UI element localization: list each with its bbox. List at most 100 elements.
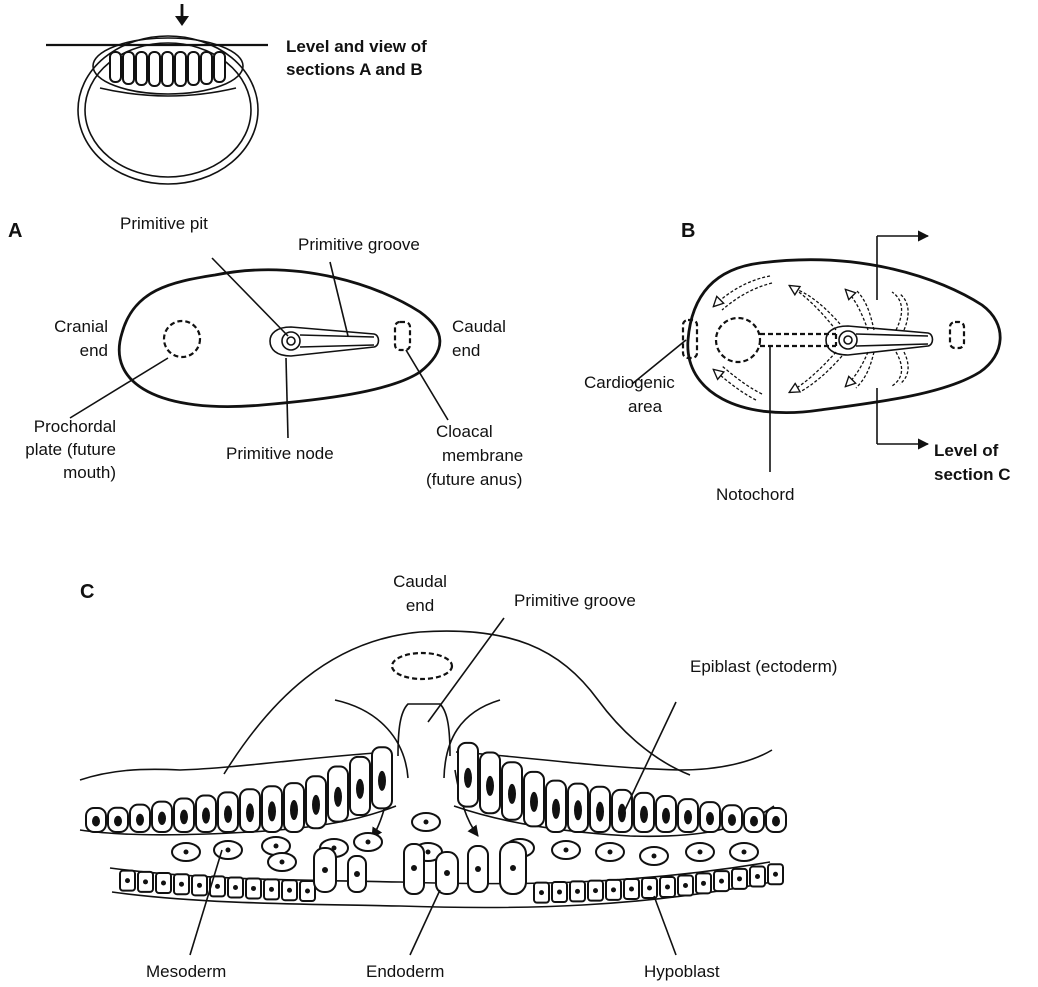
- panel-a: A Primitive pit Primitive groove Cranial…: [8, 214, 523, 489]
- mesoderm-nucleus: [742, 850, 747, 855]
- cranial-end-label-line2: end: [80, 341, 108, 360]
- epiblast-nucleus: [378, 771, 386, 791]
- level-view-label-line1: Level and view of: [286, 37, 427, 56]
- mesoderm-nucleus: [184, 850, 189, 855]
- mesoderm-nucleus: [608, 850, 613, 855]
- hypoblast-nucleus: [305, 889, 310, 894]
- cloacal-leader-line: [406, 350, 448, 420]
- hypoblast-nucleus: [197, 883, 202, 888]
- epiblast-nucleus: [772, 816, 780, 827]
- hypoblast-nucleus: [719, 879, 724, 884]
- endoderm-label: Endoderm: [366, 962, 444, 981]
- epiblast-nucleus: [728, 814, 736, 826]
- epiblast-nucleus: [290, 800, 298, 820]
- hypoblast-nucleus: [557, 890, 562, 895]
- caudal-end-label-c-line1: Caudal: [393, 572, 447, 591]
- caudal-end-label-a-line1: Caudal: [452, 317, 506, 336]
- mesoderm-nucleus: [226, 848, 231, 853]
- prochordal-plate-b: [716, 318, 760, 362]
- epiblast-nucleus: [750, 816, 758, 827]
- epiblast-nucleus: [224, 805, 232, 822]
- groove-leader-line-c: [428, 618, 504, 722]
- hypoblast-nucleus: [647, 886, 652, 891]
- panel-c: C: [80, 572, 837, 981]
- mesoderm-nucleus: [424, 820, 429, 825]
- groove-leader-line: [330, 262, 348, 336]
- prochordal-label-line3: mouth): [63, 463, 116, 482]
- prochordal-plate: [164, 321, 200, 357]
- hypoblast-nucleus: [179, 882, 184, 887]
- node-leader-line: [286, 358, 288, 438]
- hypoblast-nucleus: [737, 876, 742, 881]
- cardiogenic-label-line2: area: [628, 397, 663, 416]
- mesoderm-nucleus: [274, 844, 279, 849]
- epiblast-nucleus: [312, 795, 320, 815]
- primitive-pit-inner: [287, 337, 295, 345]
- primitive-groove-label-a: Primitive groove: [298, 235, 420, 254]
- epiblast-nucleus: [508, 784, 516, 804]
- cloacal-membrane: [395, 322, 410, 350]
- primitive-pit-b-outer: [839, 331, 857, 349]
- mesoderm-leader-line: [190, 850, 222, 955]
- hypoblast-nucleus: [701, 881, 706, 886]
- epiblast-nucleus: [706, 812, 714, 825]
- cloacal-membrane-b: [950, 322, 964, 348]
- mesoderm-nucleus: [652, 854, 657, 859]
- mesoderm-nucleus: [564, 848, 569, 853]
- cloacal-label-line3: (future anus): [426, 470, 522, 489]
- hypoblast-nucleus: [755, 874, 760, 879]
- hypoblast-nucleus: [665, 885, 670, 890]
- primitive-pit-outer: [282, 332, 300, 350]
- panel-b-letter: B: [681, 220, 695, 242]
- hypoblast-nucleus: [143, 879, 148, 884]
- caudal-end-label-a-line2: end: [452, 341, 480, 360]
- epiblast-nucleus: [356, 779, 364, 799]
- primitive-groove-label-c: Primitive groove: [514, 591, 636, 610]
- hypoblast-nucleus: [287, 888, 292, 893]
- cloacal-label-line1: Cloacal: [436, 422, 493, 441]
- hypoblast-nucleus: [215, 884, 220, 889]
- hypoblast-nucleus: [683, 883, 688, 888]
- epiblast-nucleus: [596, 802, 604, 822]
- epiblast-nucleus: [574, 800, 582, 820]
- notochord-label: Notochord: [716, 485, 794, 504]
- primitive-groove-b: [856, 334, 928, 346]
- prochordal-label-line1: Prochordal: [34, 417, 116, 436]
- prochordal-leader-line: [70, 358, 168, 418]
- epiblast-nucleus: [530, 792, 538, 812]
- epiblast-nucleus: [684, 810, 692, 824]
- bilaminar-disc-cells: [100, 52, 236, 96]
- hypoblast-nucleus: [629, 886, 634, 891]
- hypoblast-leader-line: [654, 896, 676, 955]
- epiblast-nucleus: [158, 812, 166, 825]
- hypoblast-nucleus: [161, 881, 166, 886]
- mesoderm-migration-arrows: [714, 276, 908, 400]
- hypoblast-label: Hypoblast: [644, 962, 720, 981]
- level-c-label-line2: section C: [934, 465, 1011, 484]
- primitive-pit-b-inner: [844, 336, 852, 344]
- epiblast-nucleus: [334, 787, 342, 807]
- hypoblast-nucleus: [593, 888, 598, 893]
- epiblast-nucleus: [486, 776, 494, 796]
- mesoderm-label: Mesoderm: [146, 962, 226, 981]
- epiblast-nucleus: [92, 816, 100, 827]
- caudal-end-marker: [392, 653, 452, 679]
- epiblast-nucleus: [464, 768, 472, 788]
- primitive-groove: [300, 335, 374, 347]
- panel-c-letter: C: [80, 581, 94, 603]
- hypoblast-nucleus: [269, 887, 274, 892]
- caudal-end-label-c-line2: end: [406, 596, 434, 615]
- primitive-node-label: Primitive node: [226, 444, 334, 463]
- mesoderm-nucleus: [280, 860, 285, 865]
- embryonic-disc-outline-b: [688, 260, 1000, 413]
- mesoderm-nucleus: [698, 850, 703, 855]
- epiblast-nucleus: [180, 810, 188, 825]
- hypoblast-nucleus: [575, 889, 580, 894]
- hypoblast-nucleus: [125, 878, 130, 883]
- hypoblast-nucleus: [251, 886, 256, 891]
- notochord: [760, 334, 836, 346]
- endoderm-leader-line: [410, 890, 440, 955]
- hypoblast-nucleus: [539, 890, 544, 895]
- blastocyst-overview: Level and view of sections A and B: [46, 4, 427, 184]
